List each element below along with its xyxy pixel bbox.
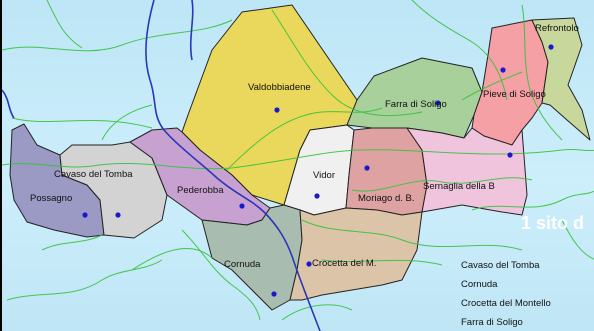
stream-network (2, 0, 594, 321)
stream (46, 0, 83, 49)
stream (521, 4, 563, 141)
label-farra: Farra di Soligo (385, 99, 447, 110)
area-pieve[interactable] (471, 19, 549, 146)
town-dot (274, 107, 280, 113)
town-dot (435, 100, 441, 106)
label-moriago: Moriago d. B. (358, 193, 415, 204)
list-item[interactable]: Cavaso del Tomba (461, 260, 540, 271)
town-dot (548, 44, 554, 50)
label-valdobbiadene: Valdobbiadene (248, 82, 311, 93)
town-dot (364, 165, 370, 171)
town-dot (82, 212, 88, 218)
label-pederobba: Pederobba (177, 185, 224, 196)
list-item[interactable]: Cornuda (461, 279, 498, 290)
label-possagno: Possagno (30, 193, 72, 204)
area-refrontolo[interactable] (531, 17, 591, 141)
stream (281, 304, 353, 321)
stream (2, 148, 594, 170)
stream (41, 234, 103, 251)
area-sernaglia[interactable] (406, 127, 528, 216)
label-cavaso: Cavaso del Tomba (54, 169, 133, 180)
area-crocetta[interactable] (289, 207, 423, 301)
area-farra[interactable] (346, 57, 483, 139)
banner-text: 1 sito d (521, 213, 584, 233)
stream (271, 9, 423, 117)
stream (471, 190, 594, 211)
town-dot (115, 212, 121, 218)
stream (181, 229, 261, 321)
town-dot (239, 203, 245, 209)
label-crocetta: Crocetta del M. (312, 258, 376, 269)
river-branch (2, 89, 15, 119)
area-pederobba[interactable] (129, 127, 271, 226)
stream (351, 177, 533, 192)
river (2, 0, 321, 331)
label-pieve: Pieve di Soligo (483, 89, 546, 100)
river-piave (145, 0, 321, 331)
stream (411, 0, 508, 101)
stream (6, 259, 163, 301)
area-cavaso[interactable] (59, 141, 168, 239)
list-item[interactable]: Crocetta del Montello (461, 298, 551, 309)
town-dots (82, 44, 554, 297)
label-vidor: Vidor (313, 170, 335, 181)
town-dot (306, 261, 312, 267)
stream (561, 219, 594, 260)
stream (11, 117, 153, 129)
label-sernaglia: Sernaglia della B (423, 181, 495, 192)
list-item[interactable]: Farra di Soligo (461, 317, 523, 328)
stream (321, 259, 443, 266)
river-branch (189, 0, 194, 61)
stream (226, 107, 383, 171)
stream (101, 104, 153, 141)
label-refrontolo: Refrontolo (535, 23, 579, 34)
stream (2, 19, 233, 52)
stream (461, 71, 523, 101)
town-dot (271, 291, 277, 297)
town-dot (507, 152, 513, 158)
town-dot (314, 193, 320, 199)
label-cornuda: Cornuda (224, 259, 261, 270)
municipality-labels: Valdobbiadene Farra di Soligo Pieve di S… (30, 23, 579, 270)
municipality-areas (9, 4, 591, 311)
municipality-list: Cavaso del Tomba Cornuda Crocetta del Mo… (461, 256, 551, 331)
stream (301, 219, 523, 251)
town-dot (500, 67, 506, 73)
stream (131, 248, 213, 271)
